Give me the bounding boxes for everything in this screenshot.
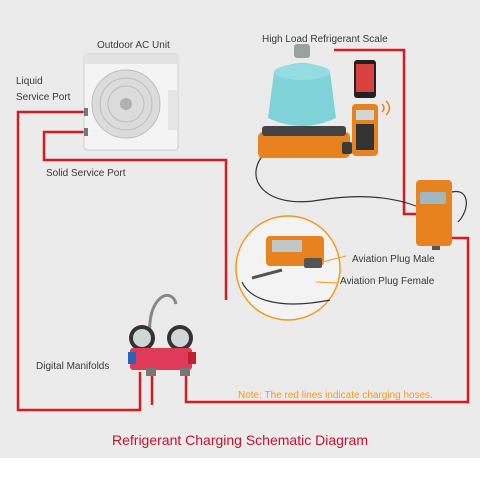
handheld-remote xyxy=(352,100,391,156)
outdoor-ac-unit xyxy=(83,53,179,151)
diagram-caption: Refrigerant Charging Schematic Diagram xyxy=(112,432,368,448)
digital-manifold xyxy=(128,293,196,376)
liquid-port-label-line1: Liquid xyxy=(16,76,43,87)
diagram-panel xyxy=(0,0,480,458)
outdoor-unit-label: Outdoor AC Unit xyxy=(97,40,170,51)
liquid-port-label-line2: Service Port xyxy=(16,92,71,103)
signal-cables xyxy=(255,149,467,223)
refrigerant-scale xyxy=(258,126,352,158)
zoom-callout xyxy=(235,215,347,321)
hose-liquid-port xyxy=(16,110,142,412)
charging-hose-note: Note: The red lines indicate charging ho… xyxy=(238,390,433,401)
cable-scale-to-box xyxy=(255,149,417,207)
scale-label: High Load Refrigerant Scale xyxy=(262,34,388,45)
hose-scale-top xyxy=(334,48,416,216)
hose-manifold-right xyxy=(184,236,470,404)
refrigerant-cylinder xyxy=(268,44,336,126)
control-box xyxy=(416,180,452,250)
charging-hoses xyxy=(16,48,470,412)
plug-male-label: Aviation Plug Male xyxy=(352,254,435,265)
hose-solid-port xyxy=(42,130,228,300)
plug-female-label: Aviation Plug Female xyxy=(340,276,435,287)
solid-port-label: Solid Service Port xyxy=(46,168,126,179)
cable-box-right xyxy=(451,191,467,223)
smartphone xyxy=(354,60,376,98)
manifolds-label: Digital Manifolds xyxy=(36,361,110,372)
